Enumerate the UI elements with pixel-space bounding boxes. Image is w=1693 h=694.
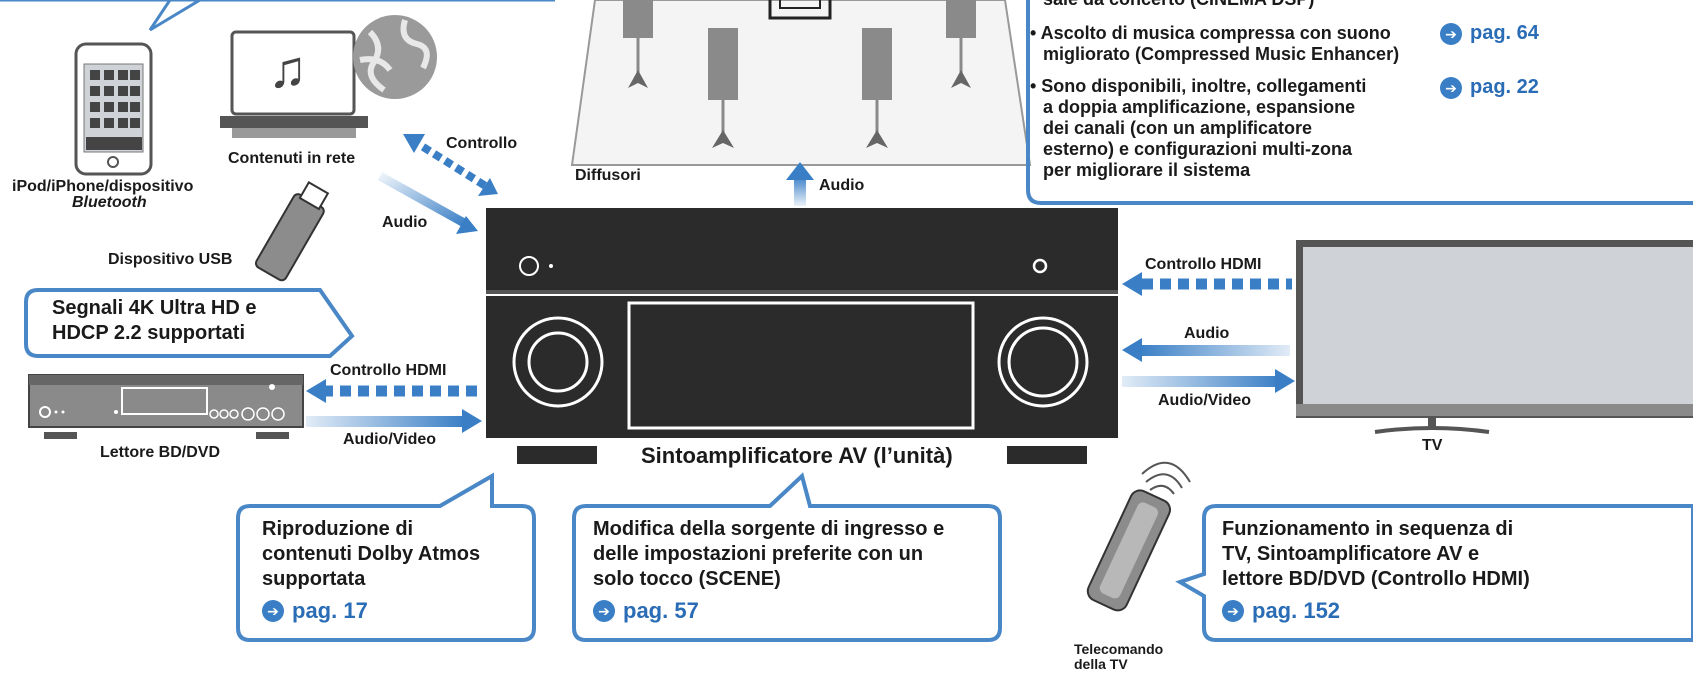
arrow-right-icon: ➔ xyxy=(593,600,615,622)
center-speaker xyxy=(768,0,832,20)
feature-partial-top: sale da concerto (CINEMA DSP) xyxy=(1043,0,1314,10)
audio-tv-label: Audio xyxy=(1184,325,1230,342)
speakers-label: Diffusori xyxy=(575,167,641,184)
iphone-device xyxy=(74,42,153,176)
remote-label-line2: della TV xyxy=(1074,656,1128,672)
arrow-right-icon: ➔ xyxy=(1222,600,1244,622)
bubble-scene-ref[interactable]: ➔ pag. 57 xyxy=(593,598,699,624)
bubble-4k-shape xyxy=(24,288,355,358)
bubble-hdmi-line3: lettore BD/DVD (Controllo HDMI) xyxy=(1222,568,1530,590)
bubble-hdmi-ref[interactable]: ➔ pag. 152 xyxy=(1222,598,1340,624)
music-note-icon: ♫ xyxy=(268,41,307,99)
bubble-hdmi-shape xyxy=(1175,504,1693,642)
arrow-right-icon: ➔ xyxy=(1440,76,1462,99)
av-receiver xyxy=(486,208,1118,464)
audio-arrow-speakers xyxy=(786,162,814,206)
ipod-label-line1: iPod/iPhone/dispositivo xyxy=(12,178,194,195)
feature-item-2-line5: per migliorare il sistema xyxy=(1043,160,1251,180)
usb-device-label: Dispositivo USB xyxy=(108,251,233,268)
bubble-scene-shape xyxy=(572,472,1002,642)
bubble-scene: Modifica della sorgente di ingresso e de… xyxy=(593,517,944,592)
control-arrow-network xyxy=(403,134,498,196)
feature-item-1-line2: migliorato (Compressed Music Enhancer) xyxy=(1043,44,1400,64)
hdmi-control-arrow-tv xyxy=(1122,272,1292,296)
audio-network-label: Audio xyxy=(382,214,428,231)
bubble-dolby-line1: Riproduzione di xyxy=(262,518,414,540)
bubble-hdmi-line2: TV, Sintoamplificatore AV e xyxy=(1222,543,1480,565)
bubble-hdmi-ref-text: pag. 152 xyxy=(1252,598,1341,623)
ipod-label-line2: Bluetooth xyxy=(72,194,147,211)
front-left-speaker xyxy=(623,0,653,38)
control-label: Controllo xyxy=(446,135,518,152)
audio-speakers-label: Audio xyxy=(819,177,865,194)
arrow-right-icon: ➔ xyxy=(1440,22,1462,45)
feature-item-1-ref-text: pag. 64 xyxy=(1470,22,1539,44)
bubble-dolby-line2: contenuti Dolby Atmos xyxy=(262,543,481,565)
feature-item-1-ref[interactable]: ➔ pag. 64 xyxy=(1440,22,1539,45)
feature-item-1-line1: • Ascolto di musica compressa con suono xyxy=(1030,23,1391,43)
receiver-label: Sintoamplificatore AV (l’unità) xyxy=(641,443,953,468)
audio-video-arrow-bd xyxy=(306,409,482,433)
feature-partial-top-text: sale da concerto (CINEMA DSP) xyxy=(1043,0,1314,9)
hdmi-control-arrow-bd xyxy=(306,379,480,403)
speaker-room xyxy=(570,0,1032,166)
audio-arrow-tv xyxy=(1122,338,1290,362)
audio-video-tv-label: Audio/Video xyxy=(1158,392,1252,409)
feature-item-2-ref[interactable]: ➔ pag. 22 xyxy=(1440,76,1539,99)
surround-right-speaker xyxy=(862,28,892,100)
bubble-scene-ref-text: pag. 57 xyxy=(623,598,699,623)
feature-item-2-line2: a doppia amplificazione, espansione xyxy=(1043,97,1356,117)
bubble-dolby: Riproduzione di contenuti Dolby Atmos su… xyxy=(262,517,480,592)
network-content-label: Contenuti in rete xyxy=(228,150,356,167)
globe-icon xyxy=(353,15,437,99)
bd-player-label: Lettore BD/DVD xyxy=(100,444,221,461)
feature-item-1: • Ascolto di musica compressa con suono … xyxy=(1030,23,1399,65)
bubble-dolby-line3: supportata xyxy=(262,568,366,590)
feature-item-2-ref-text: pag. 22 xyxy=(1470,76,1539,98)
bubble-scene-line1: Modifica della sorgente di ingresso e xyxy=(593,518,945,540)
tv-device xyxy=(1296,240,1693,434)
front-right-speaker xyxy=(946,0,976,38)
bd-player xyxy=(28,374,304,439)
hdmi-control-bd-label: Controllo HDMI xyxy=(330,362,447,379)
bubble-4k-line1: Segnali 4K Ultra HD e xyxy=(52,297,257,319)
bubble-4k-line2: HDCP 2.2 supportati xyxy=(52,322,245,344)
laptop-device xyxy=(220,30,368,138)
bubble-dolby-ref[interactable]: ➔ pag. 17 xyxy=(262,598,368,624)
tv-remote xyxy=(1086,461,1191,612)
bubble-dolby-ref-text: pag. 17 xyxy=(292,598,368,623)
bubble-hdmi-line1: Funzionamento in sequenza di xyxy=(1222,518,1514,540)
audio-video-bd-label: Audio/Video xyxy=(343,431,437,448)
features-box xyxy=(1026,0,1693,205)
feature-item-2: • Sono disponibili, inoltre, collegament… xyxy=(1030,76,1366,181)
audio-video-arrow-tv xyxy=(1122,369,1295,393)
bubble-hdmi: Funzionamento in sequenza di TV, Sintoam… xyxy=(1222,517,1530,592)
top-left-bubble-fragment xyxy=(0,0,555,32)
audio-arrow-network xyxy=(377,172,478,234)
tv-label: TV xyxy=(1422,437,1443,454)
feature-item-2-line4: esterno) e configurazioni multi-zona xyxy=(1043,139,1353,159)
bubble-scene-line3: solo tocco (SCENE) xyxy=(593,568,781,590)
feature-item-2-line1: • Sono disponibili, inoltre, collegament… xyxy=(1030,76,1367,96)
surround-left-speaker xyxy=(708,28,738,100)
feature-item-2-line3: dei canali (con un amplificatore xyxy=(1043,118,1313,138)
arrow-right-icon: ➔ xyxy=(262,600,284,622)
bubble-scene-line2: delle impostazioni preferite con un xyxy=(593,543,924,565)
remote-label-line1: Telecomando xyxy=(1074,641,1164,657)
hdmi-control-tv-label: Controllo HDMI xyxy=(1145,256,1262,273)
usb-stick xyxy=(254,181,330,282)
bubble-4k: Segnali 4K Ultra HD e HDCP 2.2 supportat… xyxy=(52,296,257,346)
bubble-dolby-shape xyxy=(236,472,536,642)
